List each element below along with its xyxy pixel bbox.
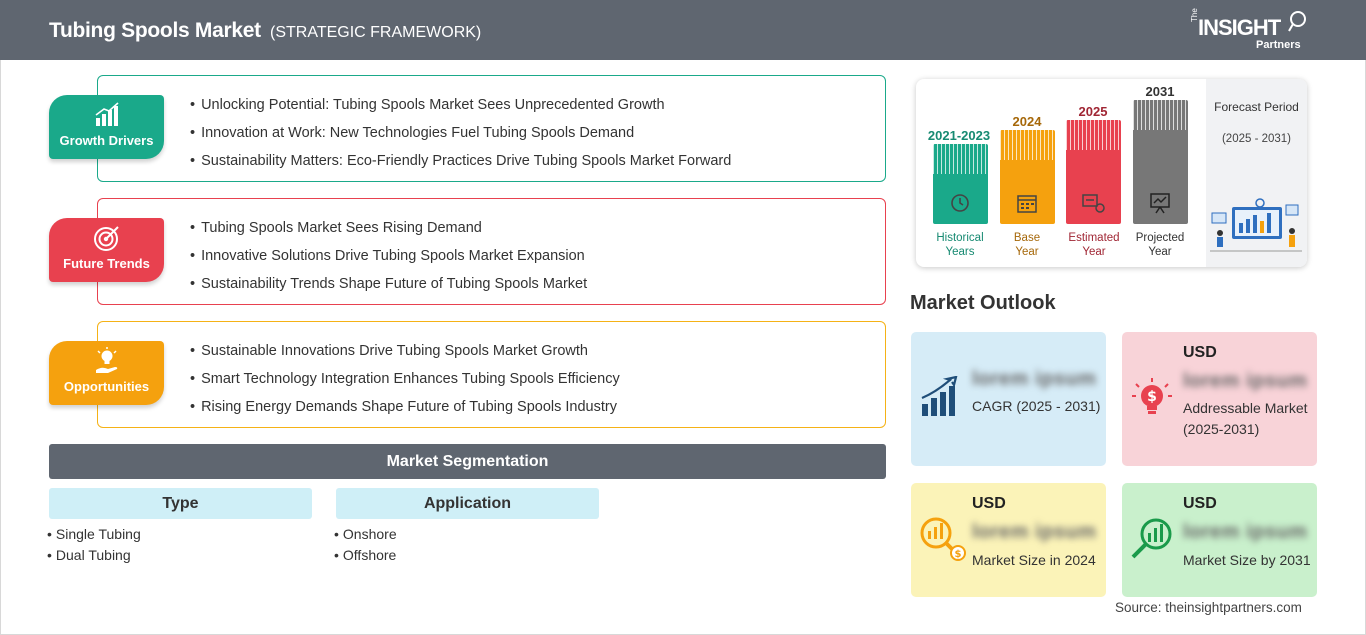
cagr-description: CAGR (2025 - 2031) [972,398,1101,414]
timeline-card: 2021-2023 Historical Years 2024 Base Yea… [916,79,1307,267]
timeline-label-projected: Projected Year [1120,231,1200,259]
badge-label: Future Trends [63,256,150,271]
label-line: Estimated [1068,232,1120,244]
addressable-market-card: USD $ lorem ipsum Addressable Market (20… [1122,332,1317,466]
forecast-period-title: Forecast Period [1214,100,1299,114]
insight-partners-logo[interactable]: The INSIGHT Partners [1190,8,1310,52]
segment-application-list: Onshore Offshore [334,526,397,568]
opportunities-box: Sustainable Innovations Drive Tubing Spo… [97,321,886,428]
bulb-dollar-icon: $ [1132,378,1172,414]
list-item: Smart Technology Integration Enhances Tu… [190,369,620,397]
market-size-2031-value: lorem ipsum [1183,521,1308,543]
label-line: Historical [936,232,984,244]
lightbulb-hand-icon [96,347,118,373]
list-item: Innovative Solutions Drive Tubing Spools… [190,246,587,274]
list-item: Tubing Spools Market Sees Rising Demand [190,218,587,246]
presentation-icon [1150,193,1170,214]
page-title: Tubing Spools Market [49,19,261,42]
addressable-currency: USD [1183,344,1217,361]
label-line: Base [1013,232,1041,244]
source-credit: Source: theinsightpartners.com [1115,600,1302,615]
market-size-2024-card: USD $ lorem ipsum Market Size in 2024 [911,483,1106,597]
list-item: Innovation at Work: New Technologies Fue… [190,123,731,151]
future-trends-list: Tubing Spools Market Sees Rising Demand … [190,218,587,302]
addressable-description: Addressable Market (2025-2031) [1183,400,1308,437]
market-size-2031-card: USD lorem ipsum Market Size by 2031 [1122,483,1317,597]
page-subtitle: (STRATEGIC FRAMEWORK) [270,24,482,41]
list-item: Offshore [334,547,397,568]
growth-drivers-badge: Growth Drivers [49,95,164,159]
logo-swoosh-icon [1288,11,1306,32]
cagr-card: lorem ipsum CAGR (2025 - 2031) [911,332,1106,466]
timeline-year-projected: 2031 [1145,84,1175,99]
addressable-value: lorem ipsum [1183,370,1308,392]
list-item: Sustainability Matters: Eco-Friendly Pra… [190,151,731,179]
list-item: Sustainable Innovations Drive Tubing Spo… [190,341,620,369]
list-item: Dual Tubing [47,547,141,568]
magnifier-chart-icon [1131,518,1172,559]
badge-label: Opportunities [63,379,150,394]
history-icon [951,194,969,212]
logo-partners: Partners [1256,39,1301,51]
label-line: Year [1082,246,1106,258]
timeline-bar-projected [1133,100,1188,224]
estimate-icon [1082,194,1105,213]
list-item: Onshore [334,526,397,547]
timeline-label-historical: Historical Years [920,231,1000,259]
market-size-2024-description: Market Size in 2024 [972,552,1096,568]
magnifier-dollar-icon: $ [920,517,966,561]
growth-drivers-list: Unlocking Potential: Tubing Spools Marke… [190,95,731,179]
growth-drivers-box: Unlocking Potential: Tubing Spools Marke… [97,75,886,182]
growth-chart-icon [95,102,119,126]
calendar-icon [1017,195,1037,213]
timeline-label-estimated: Estimated Year [1054,231,1134,259]
market-size-2031-description: Market Size by 2031 [1183,552,1311,568]
timeline-year-estimated: 2025 [1078,104,1108,119]
market-outlook-title: Market Outlook [910,292,1056,314]
list-item: Rising Energy Demands Shape Future of Tu… [190,397,620,425]
label-line: Year [1148,246,1172,258]
badge-label: Growth Drivers [59,133,154,148]
timeline-label-base: Base Year [987,231,1067,259]
future-trends-badge: Future Trends [49,218,164,282]
opportunities-badge: Opportunities [49,341,164,405]
timeline-year-base: 2024 [1012,114,1042,129]
segment-application-header: Application [336,488,599,519]
svg-text:$: $ [1147,389,1157,405]
market-size-2031-currency: USD [1183,495,1217,512]
timeline-year-historical: 2021-2023 [927,128,991,143]
forecast-period-range: (2025 - 2031) [1221,133,1292,145]
logo-insight: INSIGHT [1198,15,1281,40]
cagr-chart-icon [921,376,958,416]
future-trends-box: Tubing Spools Market Sees Rising Demand … [97,198,886,305]
segment-type-header: Type [49,488,312,519]
market-segmentation-bar: Market Segmentation [49,444,886,479]
list-item: Single Tubing [47,526,141,547]
market-size-2024-value: lorem ipsum [972,521,1097,543]
analytics-illustration-icon [1210,198,1302,252]
target-icon [94,226,119,251]
opportunities-list: Sustainable Innovations Drive Tubing Spo… [190,341,620,425]
label-line: Projected [1135,232,1185,244]
list-item: Unlocking Potential: Tubing Spools Marke… [190,95,731,123]
cagr-value: lorem ipsum [972,368,1097,390]
label-line: Years [945,246,975,258]
segment-type-list: Single Tubing Dual Tubing [47,526,141,568]
svg-text:$: $ [955,549,962,560]
header-bar: Tubing Spools Market (STRATEGIC FRAMEWOR… [0,0,1366,60]
label-line: Year [1015,246,1039,258]
list-item: Sustainability Trends Shape Future of Tu… [190,274,587,302]
market-size-2024-currency: USD [972,495,1006,512]
